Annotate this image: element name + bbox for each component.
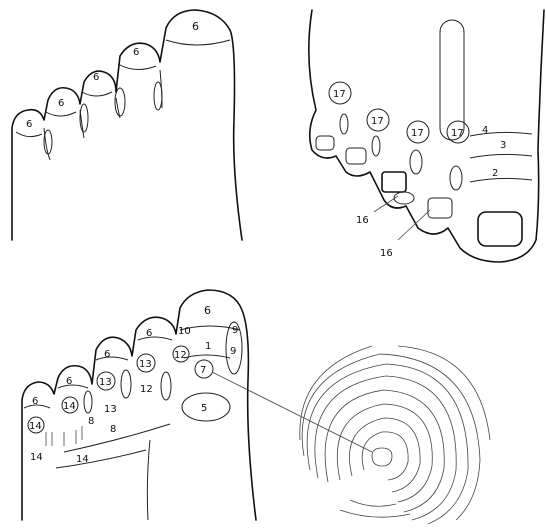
top-right-label-3: 3 (500, 140, 506, 151)
panel-top-right-foot: 17 17 17 17 4 3 2 16 16 (309, 10, 544, 262)
top-right-joint-oval-5 (394, 192, 414, 204)
top-left-tip-arc-3 (82, 92, 112, 96)
bottom-toe2-arc (138, 337, 172, 340)
bottom-label-big-toe-10: 10 (178, 326, 191, 337)
bottom-toe3-arc (96, 357, 128, 360)
bottom-label-toe5-14b: 14 (30, 452, 43, 463)
fingerprint-illustration (300, 346, 490, 524)
top-right-label-4: 4 (482, 125, 488, 136)
bottom-label-toe4-8b: 8 (110, 424, 116, 435)
top-right-label-16b: 16 (380, 248, 393, 259)
bottom-label-big-toe-12: 12 (174, 350, 187, 361)
bottom-label-big-toe-7: 7 (200, 365, 206, 376)
top-right-nail-2 (428, 198, 452, 218)
top-right-foot-outline (309, 10, 544, 262)
top-right-label-2: 2 (492, 168, 498, 179)
bottom-base-ticks (46, 426, 82, 446)
top-left-label-toe2: 6 (133, 47, 139, 58)
bottom-label-toe4-14: 14 (63, 401, 76, 412)
top-right-label-17a: 17 (333, 89, 346, 100)
bottom-foot-outline (22, 290, 256, 520)
top-right-joint-oval-4 (450, 166, 462, 190)
top-right-tube (440, 20, 464, 140)
bottom-toe4-arc (58, 385, 88, 388)
top-right-big-toe-nail (478, 212, 522, 246)
bottom-label-toe3-13: 13 (99, 377, 112, 388)
top-right-nail-5 (316, 136, 334, 150)
bottom-sole-line-1 (147, 440, 150, 520)
bottom-label-big-toe-6: 6 (204, 304, 211, 317)
fingerprint-leader-line (212, 372, 372, 452)
top-right-joint-oval-1 (340, 114, 348, 134)
top-right-label-17b: 17 (371, 116, 384, 127)
bottom-label-toe5-14: 14 (29, 421, 42, 432)
bottom-toe2-oval (161, 372, 171, 400)
top-left-tip-arc-2 (46, 112, 76, 116)
fingerprint-core (372, 448, 392, 466)
top-right-band-2 (470, 154, 532, 158)
top-left-label-big-toe: 6 (192, 20, 199, 33)
bottom-label-toe5-6: 6 (32, 396, 38, 407)
bottom-label-toe2-12: 12 (140, 384, 153, 395)
top-left-tip-arc-5 (166, 40, 230, 45)
top-left-joint-oval-4 (154, 82, 162, 110)
bottom-toe3-oval (121, 370, 131, 398)
top-right-label-17c: 17 (411, 128, 424, 139)
top-right-leader-16b (398, 210, 430, 240)
bottom-label-toe5-14c: 14 (76, 454, 89, 465)
top-left-label-toe4: 6 (58, 98, 64, 109)
bottom-label-toe4-6: 6 (66, 376, 72, 387)
top-right-joint-oval-2 (372, 136, 380, 156)
bottom-label-toe2-6: 6 (146, 328, 152, 339)
bottom-sole-line-2 (64, 424, 170, 452)
top-right-label-16a: 16 (356, 215, 369, 226)
bottom-label-big-toe-9b: 9 (230, 346, 236, 357)
top-right-label-17d: 17 (451, 128, 464, 139)
top-left-label-toe3: 6 (93, 72, 99, 83)
bottom-label-toe3-6: 6 (104, 349, 110, 360)
panel-top-left-foot: 6 6 6 6 6 (12, 10, 242, 240)
bottom-label-big-toe-9a: 9 (232, 325, 238, 336)
panel-bottom-foot: 6 1 7 5 9 9 10 12 6 13 12 6 13 13 6 14 8… (22, 290, 372, 520)
bottom-big-toe-arc-2 (184, 355, 230, 358)
bottom-label-toe4-8: 8 (88, 416, 94, 427)
top-right-nail-4 (346, 148, 366, 164)
bottom-label-big-toe-5: 5 (201, 403, 207, 414)
top-right-band-3 (470, 178, 532, 182)
top-right-nail-3 (382, 172, 406, 192)
top-left-tip-arc-1 (16, 132, 42, 137)
top-right-joint-oval-3 (410, 150, 422, 174)
top-left-tip-arc-4 (118, 64, 156, 70)
bottom-label-toe3-13b: 13 (104, 404, 117, 415)
bottom-label-toe2-13: 13 (139, 359, 152, 370)
bottom-sole-line-3 (56, 450, 146, 468)
bottom-label-big-toe-1: 1 (205, 341, 211, 352)
top-right-band-1 (470, 132, 532, 136)
bottom-toe4-oval (84, 391, 92, 413)
top-left-label-toe5: 6 (26, 119, 32, 130)
top-right-leader-16a (374, 196, 398, 212)
